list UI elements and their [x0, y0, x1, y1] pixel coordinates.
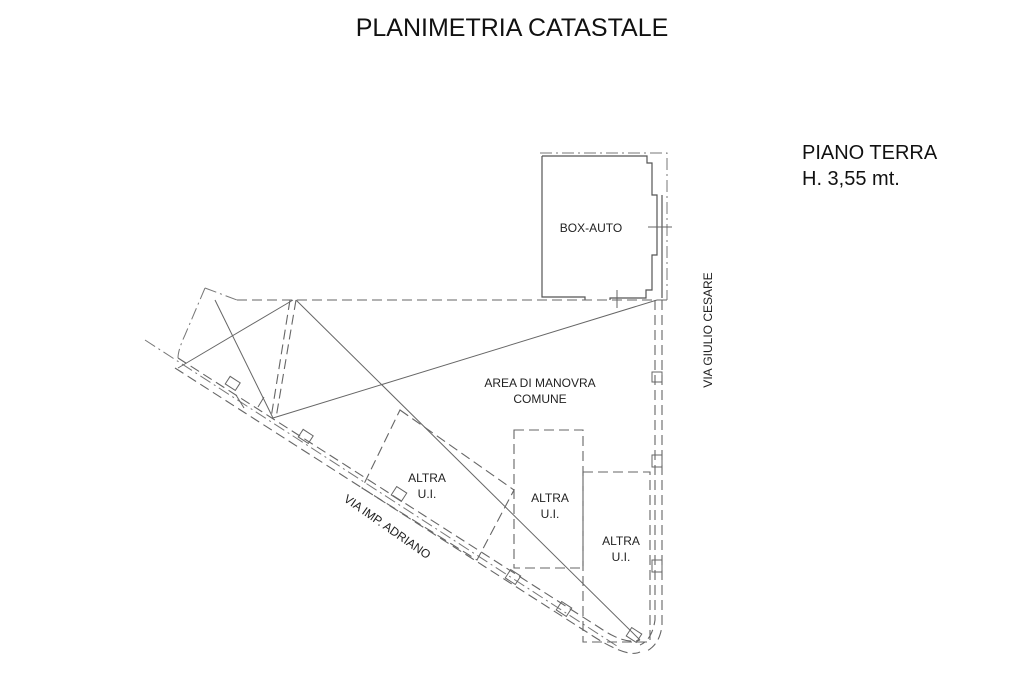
- street-axis: [144, 339, 621, 649]
- room-label-altra-3-ui: U.I.: [612, 550, 631, 564]
- ramp-lines: [177, 299, 658, 641]
- boundary-east-inner: [639, 300, 656, 646]
- altra-ui-1-outline: [361, 409, 515, 561]
- street-label-via-giulio-cesare: VIA GIULIO CESARE: [701, 272, 715, 387]
- boundary-southwest-inner: [177, 357, 641, 642]
- boundary-east-outer: [644, 300, 663, 653]
- floor-name: PIANO TERRA: [802, 142, 938, 164]
- altra-ui-2-outline: [513, 429, 584, 569]
- street-label-via-imp-adriano: VIA IMP. ADRIANO: [341, 492, 433, 562]
- room-label-altra-1-ui: U.I.: [418, 487, 437, 501]
- room-label-altra-1: ALTRA: [408, 471, 446, 485]
- floor-height: H. 3,55 mt.: [802, 168, 900, 190]
- room-label-area-manovra-2: COMUNE: [513, 392, 566, 406]
- columns: [224, 371, 663, 644]
- boundary-west: [177, 287, 238, 359]
- boundary-southwest-outer: [174, 367, 641, 654]
- page-title: PLANIMETRIA CATASTALE: [355, 14, 669, 42]
- altra-ui-3-outline: [582, 471, 651, 643]
- room-label-altra-2-ui: U.I.: [541, 507, 560, 521]
- room-label-altra-2: ALTRA: [531, 491, 569, 505]
- room-label-area-manovra-1: AREA DI MANOVRA: [484, 376, 595, 390]
- room-label-box-auto: BOX-AUTO: [560, 221, 622, 235]
- room-label-altra-3: ALTRA: [602, 534, 640, 548]
- floor-info: PIANO TERRA H. 3,55 mt.: [802, 140, 937, 192]
- box-auto-walls: BOX-AUTO: [540, 152, 672, 308]
